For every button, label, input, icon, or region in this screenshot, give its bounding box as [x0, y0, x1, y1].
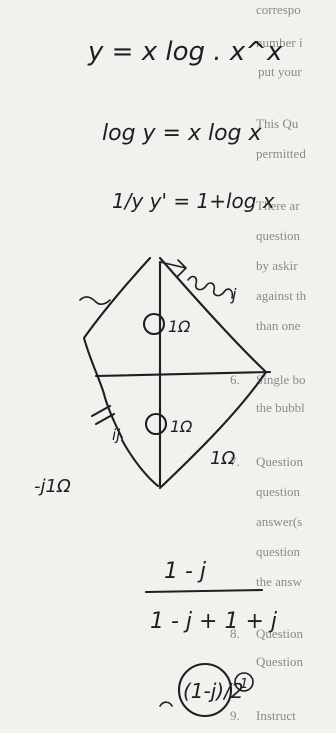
question-number: 8. [230, 626, 240, 641]
circuit-edge-left-lower [102, 392, 124, 440]
printed-line: Single bo [256, 372, 305, 387]
resistor-label-top: 1Ω [168, 317, 191, 336]
printed-line: This Qu [256, 116, 299, 131]
resistor-label-bottom: 1Ω [170, 417, 193, 436]
label-minus-j: -j1Ω [34, 476, 71, 497]
printed-line: against th [256, 288, 307, 303]
printed-line: put your [258, 64, 302, 79]
printed-line: than one [256, 318, 301, 333]
inductor-coil [187, 275, 234, 299]
printed-line: correspo [256, 2, 301, 17]
equation-y-equals: y = x log . x^x [87, 37, 283, 67]
circuit-horizontal-line [94, 370, 272, 378]
printed-line: number i [256, 35, 303, 50]
capacitor-plate-b [94, 412, 116, 426]
printed-line: question [256, 484, 301, 499]
circuit-edge-bottom-left [120, 438, 160, 488]
fraction-denominator: 1 - j + 1 + j [150, 609, 278, 634]
tilde-mark [79, 296, 111, 305]
small-circle [234, 672, 254, 692]
printed-line: question [256, 544, 301, 559]
printed-line: by askir [256, 258, 298, 273]
capacitor-plate-a [90, 404, 112, 418]
printed-line: Instruct [256, 708, 296, 723]
printed-line: answer(s [256, 514, 302, 529]
circuit-edge-bottom-right [158, 370, 268, 490]
printed-line: the bubbl [256, 400, 305, 415]
circuit-diagram: 1Ω 1Ω j ij -j1Ω 1Ω [34, 256, 272, 497]
label-1-ohm: 1Ω [210, 448, 235, 469]
question-number: 9. [230, 708, 240, 723]
result-value: (1-j)/2 [183, 679, 244, 703]
printed-line: There ar [256, 198, 300, 213]
result-circle [177, 662, 233, 718]
circuit-edge-top-left [82, 256, 152, 396]
resistor-circle-top [142, 312, 166, 336]
equation-derivative: 1/y y' = 1+log x [112, 189, 275, 213]
circuit-edge-top-right [158, 256, 268, 374]
question-number: 6. [230, 372, 240, 387]
resistor-circle-bottom [144, 412, 168, 436]
arrow-mark [159, 259, 187, 277]
label-ij: ij [112, 426, 121, 444]
handwritten-result: (1-j)/2 1 [159, 662, 254, 718]
scribble-mark [159, 701, 173, 707]
handwritten-fraction: 1 - j 1 - j + 1 + j [144, 559, 278, 634]
printed-text-column: correspo number i put your This Qu permi… [230, 2, 307, 723]
printed-line: permitted [256, 146, 306, 161]
question-number: 7. [230, 454, 240, 469]
handwritten-equations: y = x log . x^x log y = x log x 1/y y' =… [87, 37, 283, 213]
printed-line: Question [256, 654, 303, 669]
printed-line: Question [256, 454, 303, 469]
equation-log-y: log y = x log x [102, 121, 263, 146]
printed-line: Question [256, 626, 303, 641]
circled-number: 1 [240, 677, 248, 692]
printed-line: question [256, 228, 301, 243]
fraction-numerator: 1 - j [164, 559, 207, 584]
label-j: j [230, 285, 237, 304]
printed-line: the answ [256, 574, 302, 589]
fraction-bar [144, 588, 264, 594]
